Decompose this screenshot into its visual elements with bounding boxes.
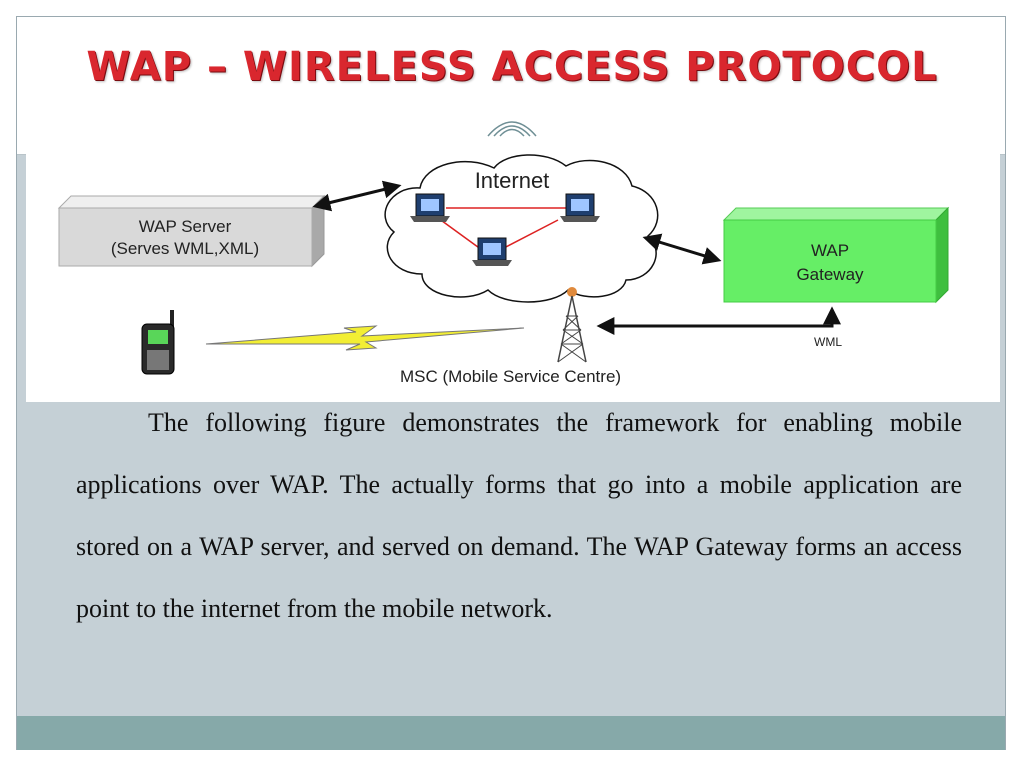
internet-label: Internet — [475, 168, 550, 193]
antenna-tower-icon — [557, 287, 587, 363]
wml-label: WML — [814, 335, 842, 349]
title-area — [17, 17, 1005, 155]
laptop-icon — [410, 193, 450, 222]
wap-server-box: WAP Server (Serves WML,XML) — [57, 194, 326, 268]
laptop-icon — [560, 193, 600, 222]
msc-label: MSC (Mobile Service Centre) — [400, 367, 621, 386]
footer-band — [17, 716, 1005, 750]
arc-ornament — [487, 121, 537, 137]
gateway-sublabel: Gateway — [796, 265, 864, 284]
wap-server-label: WAP Server — [139, 217, 232, 236]
wap-gateway-box: WAP Gateway — [722, 206, 950, 304]
mobile-phone-icon — [141, 310, 175, 375]
diagram-panel: WAP Server (Serves WML,XML) Internet — [26, 150, 1000, 402]
wap-diagram: WAP Server (Serves WML,XML) Internet — [57, 154, 950, 386]
lightning-icon — [205, 325, 525, 351]
wap-server-sublabel: (Serves WML,XML) — [111, 239, 259, 258]
laptop-icon — [472, 237, 512, 266]
cloud-icon — [384, 154, 659, 303]
slide-title: WAP – WIRELESS ACCESS PROTOCOL — [86, 44, 938, 90]
body-paragraph: The following figure demonstrates the fr… — [76, 408, 962, 623]
gateway-label: WAP — [811, 241, 849, 260]
